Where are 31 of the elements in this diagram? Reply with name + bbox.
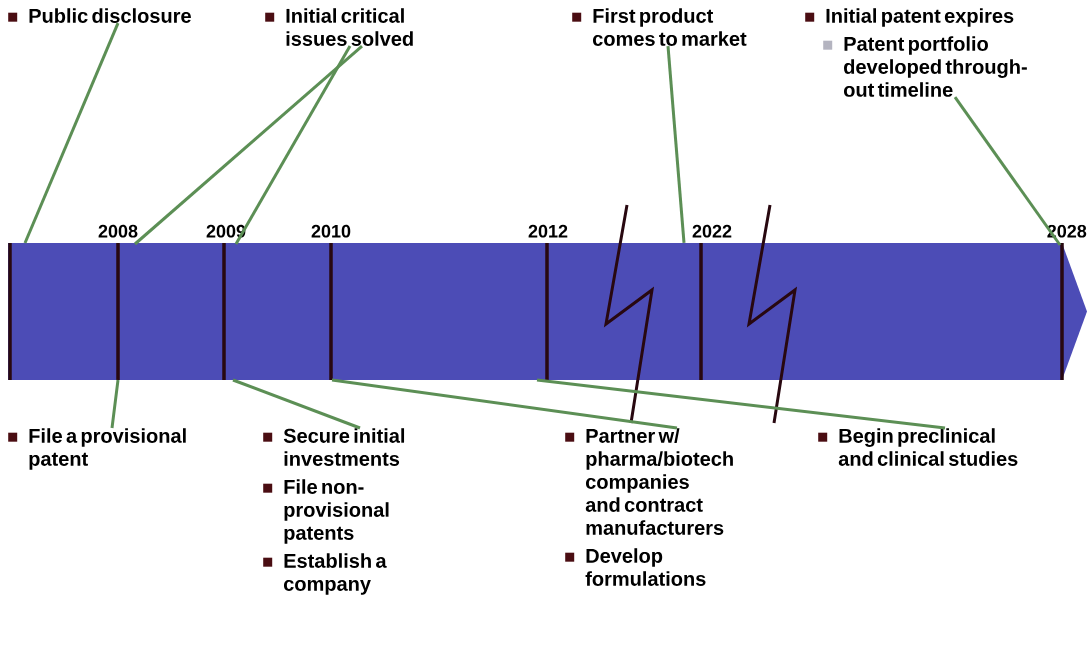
bullet-text: Initial critical issues solved: [286, 8, 413, 46]
bullet-text: Secure initial investments: [283, 428, 405, 466]
bullet-text: Develop formulations: [585, 548, 706, 586]
leader-line: [536, 378, 946, 430]
tick-mark: [116, 243, 120, 380]
bullet-text: Establish a company: [284, 553, 387, 595]
bullet-text: Begin preclinical and clinical studies: [838, 428, 1018, 466]
bullet-text: First product comes to market: [593, 8, 747, 46]
leader-line: [234, 45, 352, 245]
tick-mark: [8, 243, 12, 380]
leader-line: [666, 45, 686, 244]
tick-mark: [222, 243, 226, 380]
year-label: 2008: [98, 224, 138, 238]
year-label: 2010: [311, 224, 351, 238]
year-label: 2012: [528, 224, 568, 238]
bullet-text: Public disclosure: [29, 8, 191, 23]
bullet-text: Initial patent expires: [826, 8, 1014, 27]
leader-line: [953, 96, 1062, 246]
leader-line: [331, 378, 678, 430]
bullet-text: Partner w/ pharma/biotech companies and contract manufacturers: [585, 428, 733, 535]
bullet-text: Patent portfolio developed through-out timeline: [844, 36, 1027, 97]
leader-line: [232, 378, 361, 430]
tick-mark: [329, 243, 333, 380]
tick-mark: [699, 243, 703, 380]
year-label: 2022: [692, 224, 732, 238]
tick-mark: [1060, 243, 1064, 380]
leader-line: [110, 379, 120, 429]
bullet-text: File a provisional patent: [29, 428, 186, 470]
tick-mark: [545, 243, 549, 380]
leader-line: [134, 44, 363, 246]
bullet-text: File non-provisional patents: [284, 479, 389, 544]
